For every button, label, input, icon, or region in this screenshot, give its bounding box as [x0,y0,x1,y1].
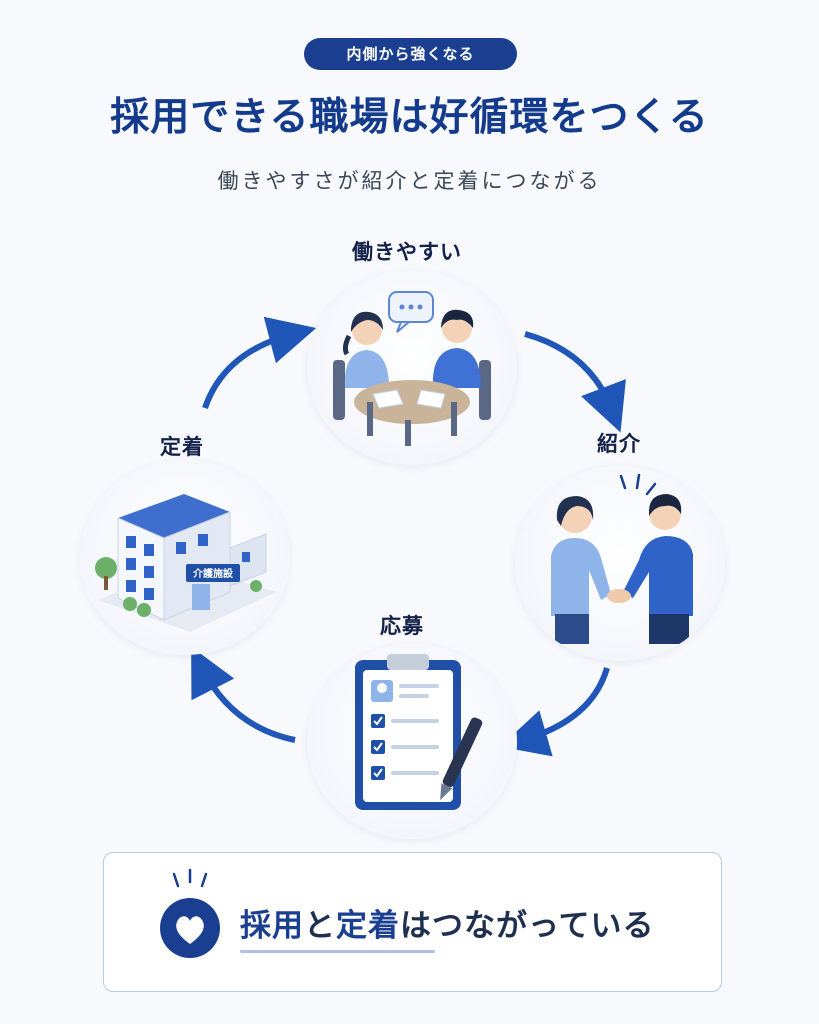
heart-icon [150,866,230,976]
arrow-bottom-to-left [191,646,296,743]
meeting-icon [307,270,517,465]
cycle-label-retention: 定着 [160,435,204,459]
cycle-label-work-friendly: 働きやすい [352,240,462,264]
conclusion-word-retention: 定着 [336,908,400,944]
conclusion-text: 採用と定着はつながっている [240,900,654,945]
conclusion-word-hiring: 採用 [240,908,304,944]
page-subtitle: 働きやすさが紹介と定着につながる [217,169,602,193]
arrow-left-to-top [202,316,317,409]
conclusion-particle-and: と [304,908,336,944]
conclusion-underline [240,950,435,953]
clipboard-checklist-icon [307,644,517,839]
cycle-label-application: 応募 [380,614,424,638]
handshake-icon [515,466,725,661]
cycle-label-referral: 紹介 [597,432,641,456]
care-facility-building-icon: 介護施設 [80,460,290,655]
top-badge: 内側から強くなる [304,38,517,70]
conclusion-tail: はつながっている [400,908,655,944]
facility-sign-text: 介護施設 [192,567,234,580]
page-title: 採用できる職場は好循環をつくる [110,95,709,140]
arrow-right-to-bottom [499,667,610,757]
arrow-top-to-right [524,331,626,433]
